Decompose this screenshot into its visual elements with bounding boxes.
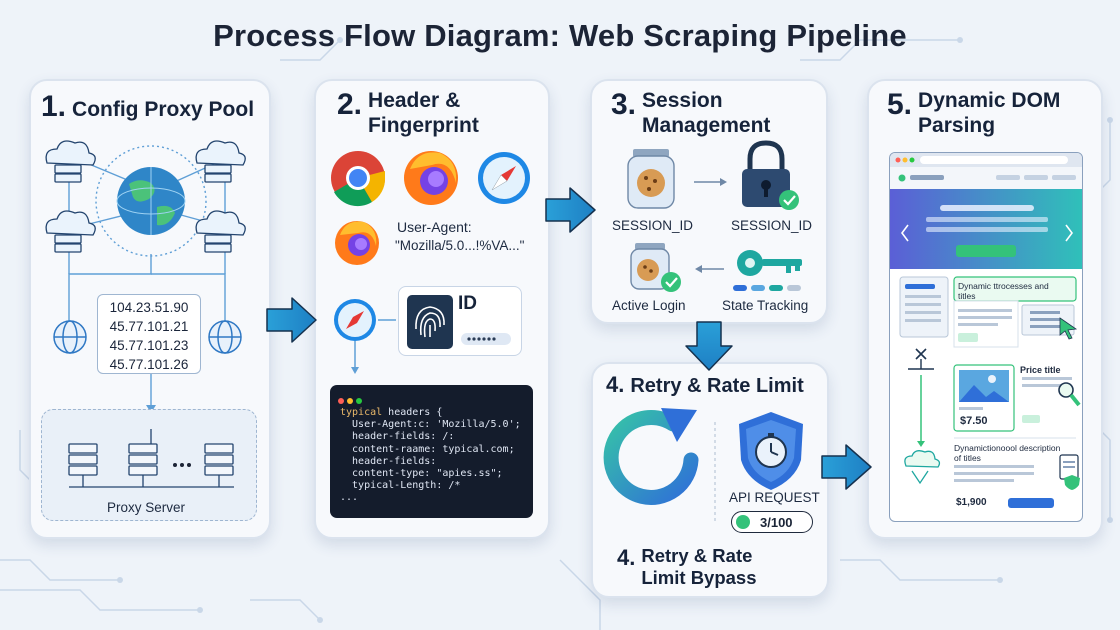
- state-tracking-label: State Tracking: [722, 298, 809, 313]
- firefox-icon: [335, 221, 379, 265]
- code-keyword: typical: [340, 407, 383, 418]
- state-tracking-bar: [733, 285, 801, 291]
- magnifier-icon: [1058, 382, 1081, 407]
- active-login-label: Active Login: [612, 298, 686, 313]
- code-line: content-type: "apies.ss";: [340, 468, 503, 480]
- session-id-label: SESSION_ID: [731, 218, 813, 233]
- ip-address: 104.23.51.90: [109, 300, 189, 315]
- ip-address: 45.77.101.21: [109, 319, 189, 334]
- retry-icon: [603, 408, 699, 505]
- step-2-title: 2.Header &Fingerprint: [337, 88, 479, 137]
- lock-icon: [742, 140, 799, 210]
- step-4-card: [591, 362, 829, 598]
- retry-graphic: [603, 408, 803, 522]
- code-line: header-fields:: [340, 455, 437, 467]
- status-dot: [736, 515, 750, 529]
- safari-icon: [334, 299, 376, 341]
- cookie-jar-icon: [630, 243, 681, 292]
- rate-limit-counter: 3/100: [731, 511, 813, 533]
- document-icon: [1059, 454, 1080, 490]
- proxy-server-label: Proxy Server: [107, 500, 186, 515]
- ip-address: 45.77.101.26: [109, 357, 189, 372]
- small-globe-icon: [53, 320, 242, 354]
- total-price: $1,900: [956, 497, 987, 508]
- firefox-icon: [404, 151, 458, 205]
- ip-address-list: 104.23.51.90 45.77.101.21 45.77.101.23 4…: [97, 294, 201, 374]
- globe-icon: [116, 167, 186, 235]
- code-line: User-Agent:c: 'Mozilla/5.0';: [340, 419, 521, 431]
- code-line: header-fields: /:: [340, 431, 455, 443]
- shield-timer-icon: [739, 412, 803, 490]
- code-line: ...: [340, 492, 359, 504]
- page-title: Process Flow Diagram: Web Scraping Pipel…: [213, 18, 907, 53]
- user-agent-label: User-Agent:: [397, 219, 472, 235]
- api-request-label: API REQUEST: [729, 490, 820, 505]
- cloud-server-icon: [45, 140, 246, 253]
- fingerprint-id-card: ID: [398, 286, 522, 356]
- fingerprint-icon: [415, 306, 445, 338]
- safari-icon: [478, 152, 530, 204]
- step-1-title: 1.Config Proxy Pool: [41, 90, 255, 123]
- network-icon: [904, 450, 941, 485]
- ip-address: 45.77.101.23: [109, 338, 189, 353]
- counter-value: 3/100: [760, 515, 793, 530]
- code-head: headers {: [382, 407, 443, 418]
- step-4-title: 4.Retry & Rate Limit: [606, 372, 804, 397]
- price-value: $7.50: [960, 415, 988, 427]
- code-line: content-raame: typical.com;: [340, 443, 515, 455]
- headers-code-block: typical headers { User-Agent:c: 'Mozilla…: [330, 385, 533, 518]
- id-label: ID: [458, 293, 477, 314]
- proxy-server-area: [41, 409, 257, 521]
- price-title: Price title: [1020, 365, 1061, 375]
- session-id-label: SESSION_ID: [612, 218, 694, 233]
- code-line: typical-Length: /*: [340, 480, 461, 492]
- chrome-icon: [331, 151, 386, 207]
- user-agent-value: "Mozilla/5.0...!%VA...": [395, 238, 525, 253]
- key-icon: [737, 250, 802, 276]
- cookie-jar-icon: [627, 149, 675, 209]
- browser-icons: [331, 151, 530, 374]
- session-graphic: [627, 140, 802, 292]
